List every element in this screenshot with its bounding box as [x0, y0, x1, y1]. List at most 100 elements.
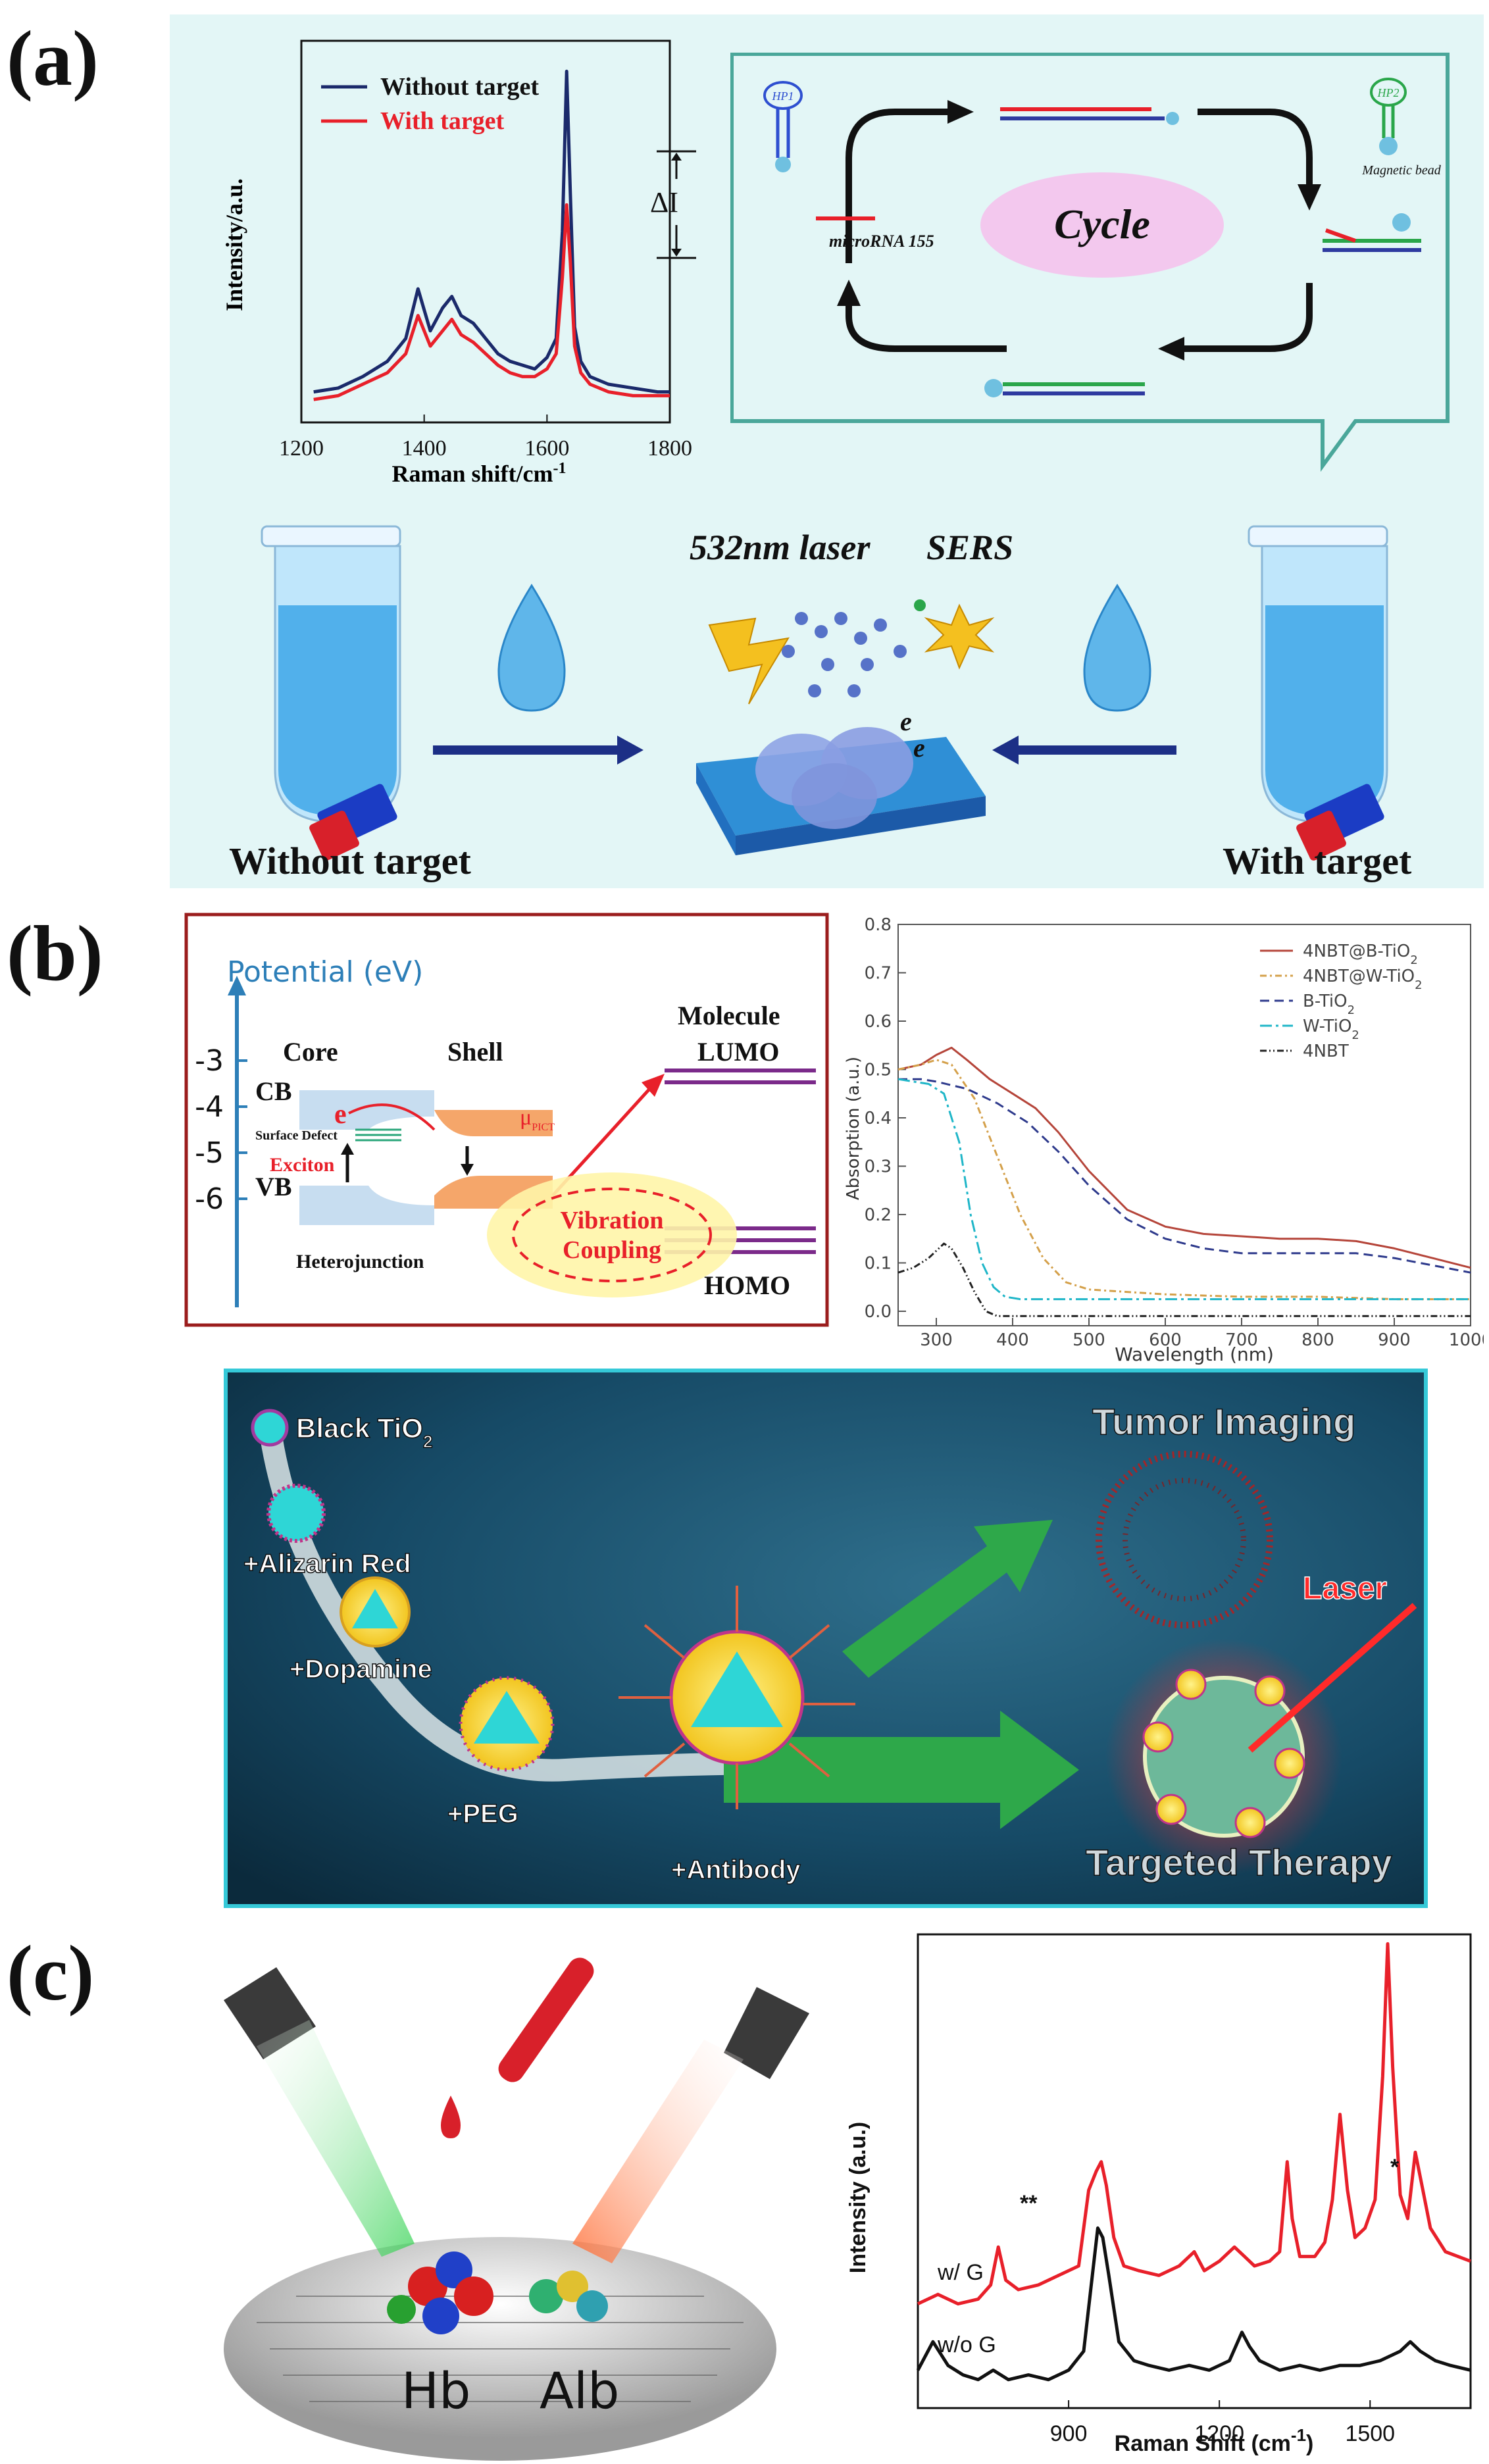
series-line-0 [897, 1046, 1471, 1269]
hp1-hairpin: HP1 [763, 81, 803, 172]
hb-label: Hb [401, 2361, 470, 2420]
cycle-ellipse [980, 172, 1224, 278]
homo-label: HOMO [704, 1270, 790, 1300]
cb-band [299, 1090, 434, 1130]
raman-a-ylabel: Intensity/a.u. [221, 178, 247, 311]
label-targeted-therapy: Targeted Therapy [1086, 1842, 1392, 1883]
graphene-scheme: Hb Alb [224, 1957, 809, 2461]
cycle-arrow-left-bottom [845, 303, 1007, 352]
x-tick-label: 1400 [402, 436, 447, 461]
series-line-0 [313, 69, 670, 394]
vb-label: VB [255, 1172, 292, 1201]
label-double-star: ** [1020, 2191, 1038, 2216]
legend-without-target: Without target [380, 73, 539, 101]
vibration-label: Vibration [561, 1207, 664, 1234]
potential-label: Potential (eV) [227, 955, 423, 989]
legend-entry-1: 4NBT@W-TiO2 [1303, 967, 1423, 992]
series-line-3 [897, 1078, 1471, 1301]
panel-label-c: (c) [7, 1929, 95, 2017]
legend-entry-0: 4NBT@B-TiO2 [1303, 942, 1418, 967]
electron-transfer-arrow [348, 1103, 436, 1131]
shell-cb-band [434, 1110, 553, 1136]
label-532nm-laser: 532nm laser [690, 528, 871, 567]
x-tick-label: 500 [1073, 1330, 1105, 1350]
np-stage-2 [266, 1484, 326, 1543]
vb-band [299, 1186, 434, 1225]
right-droplet [1083, 584, 1151, 712]
alb-protein [529, 2271, 608, 2322]
laser-beam [1248, 1603, 1417, 1753]
sample-tube [498, 1957, 594, 2082]
cycle-diagram: Cycle HP1 HP2 Magnetic bead microRNA 155 [730, 53, 1450, 472]
cycle-arrow-left-up [845, 109, 947, 263]
potential-tick-6: -6 [195, 1182, 224, 1216]
exciton-label: Exciton [270, 1154, 335, 1176]
molecules [782, 612, 907, 697]
legend-with-target: With target [380, 107, 505, 135]
label-laser: Laser [1303, 1571, 1387, 1606]
x-tick-label: 300 [920, 1330, 953, 1350]
cb-label: CB [255, 1076, 292, 1106]
absorption-xlabel: Wavelength (nm) [1115, 1344, 1274, 1365]
raman-a-xlabel: Raman shift/cm-1 [392, 460, 567, 487]
duplex-bottom [984, 379, 1145, 397]
np-stage-1 [251, 1409, 289, 1447]
electron-1: e [900, 707, 912, 736]
label-black-tio2: Black TiO2 [296, 1413, 432, 1451]
scattered-beam [572, 2040, 744, 2263]
x-tick-label: 1500 [1345, 2421, 1395, 2446]
label-dopamine: +Dopamine [290, 1655, 432, 1684]
x-tick-label: 900 [1050, 2421, 1088, 2446]
np-stage-3 [340, 1576, 411, 1647]
x-tick-label: 700 [1225, 1330, 1258, 1350]
blood-drop [441, 2096, 461, 2138]
label-peg: +PEG [447, 1799, 518, 1828]
potential-tick-4: -4 [195, 1090, 224, 1124]
energy-diagram: Potential (eV) -3 -4 -5 -6 Core Shell Mo… [184, 913, 829, 1327]
raman-c-ylabel: Intensity (a.u.) [845, 2122, 871, 2273]
mu-label: μPICT [520, 1105, 555, 1133]
shell-label: Shell [447, 1037, 503, 1067]
heterojunction-label: Heterojunction [296, 1251, 424, 1272]
y-tick-label: 0.6 [865, 1012, 892, 1032]
y-tick-label: 0.2 [865, 1205, 892, 1225]
plot-frame [897, 924, 1471, 1326]
panel-label-b: (b) [7, 909, 103, 997]
lumo-label: LUMO [697, 1037, 779, 1067]
x-tick-label: 1200 [1194, 2421, 1244, 2446]
label-with-target: With target [1223, 840, 1412, 882]
panel-label-a: (a) [7, 14, 99, 102]
legend-entry-2: B-TiO2 [1303, 992, 1355, 1017]
x-tick-label: 1800 [647, 436, 692, 461]
tumor-imaging-cell [1096, 1451, 1273, 1628]
np-stage-5 [618, 1586, 855, 1809]
electron-label: e [334, 1099, 347, 1130]
magnetic-bead-label: Magnetic bead [1361, 163, 1441, 178]
potential-tick-3: -3 [195, 1044, 224, 1078]
y-tick-label: 0.4 [865, 1109, 892, 1128]
hp2-hairpin: HP2 Magnetic bead [1361, 78, 1442, 178]
potential-tick-5: -5 [195, 1136, 224, 1170]
x-tick-label: 800 [1301, 1330, 1334, 1350]
raman-c-xlabel: Raman Shift (cm-1) [1115, 2425, 1314, 2456]
label-single-star: * [1390, 2155, 1400, 2180]
cycle-arrow-right-down [1198, 109, 1313, 184]
plot-frame [917, 1933, 1472, 2409]
alb-label: Alb [540, 2361, 619, 2420]
legend-entry-3: W-TiO2 [1303, 1017, 1359, 1042]
hp2-label: HP2 [1377, 86, 1400, 99]
plot-frame [300, 39, 671, 424]
label-tumor-imaging: Tumor Imaging [1092, 1401, 1355, 1442]
electron-2: e [913, 733, 925, 763]
np-stage-4 [459, 1676, 555, 1772]
legend-entry-4: 4NBT [1303, 1042, 1349, 1061]
x-tick-label: 400 [996, 1330, 1029, 1350]
synthesis-path [259, 1426, 784, 1782]
series-line-1 [916, 2226, 1471, 2382]
y-tick-label: 0.5 [865, 1060, 892, 1080]
absorption-ylabel: Absorption (a.u.) [844, 1057, 863, 1200]
microrna-label: microRNA 155 [829, 232, 934, 251]
